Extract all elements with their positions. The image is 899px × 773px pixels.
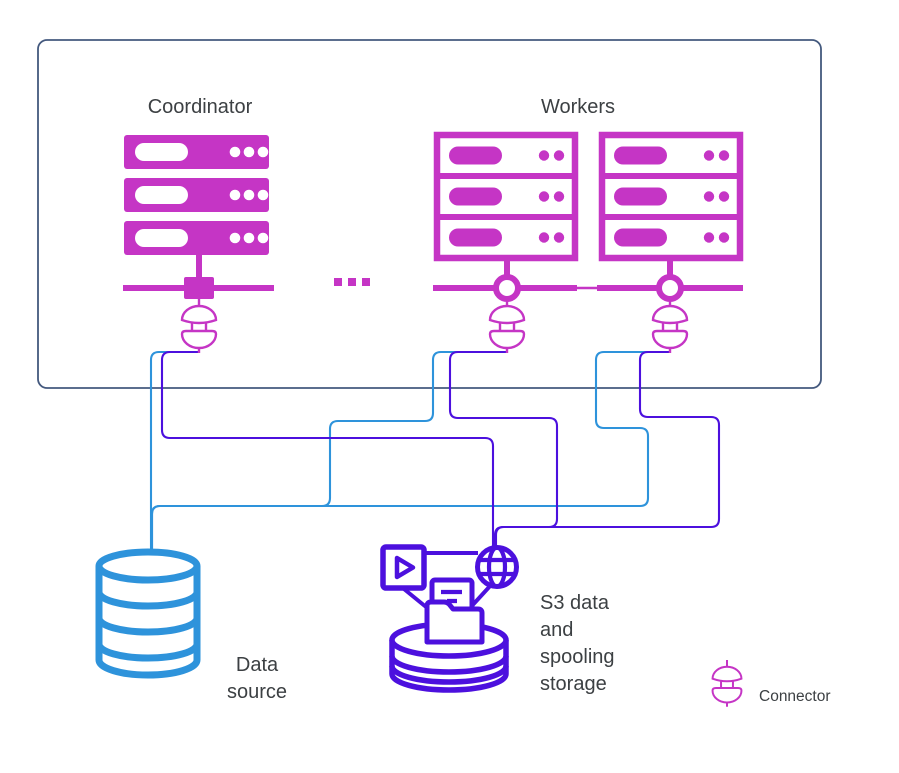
- svg-text:S3 data: S3 data: [540, 592, 610, 614]
- s3-storage-icon: [380, 544, 519, 693]
- ellipsis-dots: [334, 278, 370, 286]
- svg-text:storage: storage: [540, 673, 607, 695]
- workers-label: Workers: [541, 96, 615, 118]
- svg-text:and: and: [540, 619, 573, 641]
- data-source-label: Data source: [227, 654, 287, 703]
- s3-storage-label: S3 data and spooling storage: [540, 592, 615, 695]
- connection-worker1-to-data-source: [150, 350, 507, 553]
- connection-worker2-to-s3: [493, 350, 721, 549]
- connection-coordinator-to-data-source: [149, 350, 198, 553]
- svg-text:Data: Data: [236, 654, 279, 676]
- globe-icon: [475, 545, 519, 589]
- worker2-server-icon: [598, 131, 744, 282]
- worker1-bus-node: [493, 274, 521, 302]
- connection-worker2-to-data-source: [150, 350, 670, 553]
- worker1-server-icon: [433, 131, 579, 282]
- connector-legend-label: Connector: [759, 688, 831, 705]
- legend-connector: [711, 660, 743, 707]
- folder-icon: [424, 599, 485, 645]
- coordinator-bus-node: [184, 277, 214, 299]
- workers-bus: [433, 274, 743, 302]
- data-source-icon: [95, 548, 201, 679]
- coordinator-connector: [180, 298, 218, 353]
- coordinator-server-icon: [123, 135, 274, 299]
- worker1-connector: [488, 298, 526, 353]
- connection-worker1-to-s3: [448, 350, 559, 549]
- connection-lines: [149, 350, 721, 553]
- worker2-bus-node: [656, 274, 684, 302]
- svg-text:spooling: spooling: [540, 646, 615, 668]
- coordinator-label: Coordinator: [148, 96, 253, 118]
- connection-coordinator-to-s3: [160, 350, 495, 549]
- cluster-boundary: [37, 39, 822, 389]
- svg-text:source: source: [227, 681, 287, 703]
- worker2-connector: [651, 298, 689, 353]
